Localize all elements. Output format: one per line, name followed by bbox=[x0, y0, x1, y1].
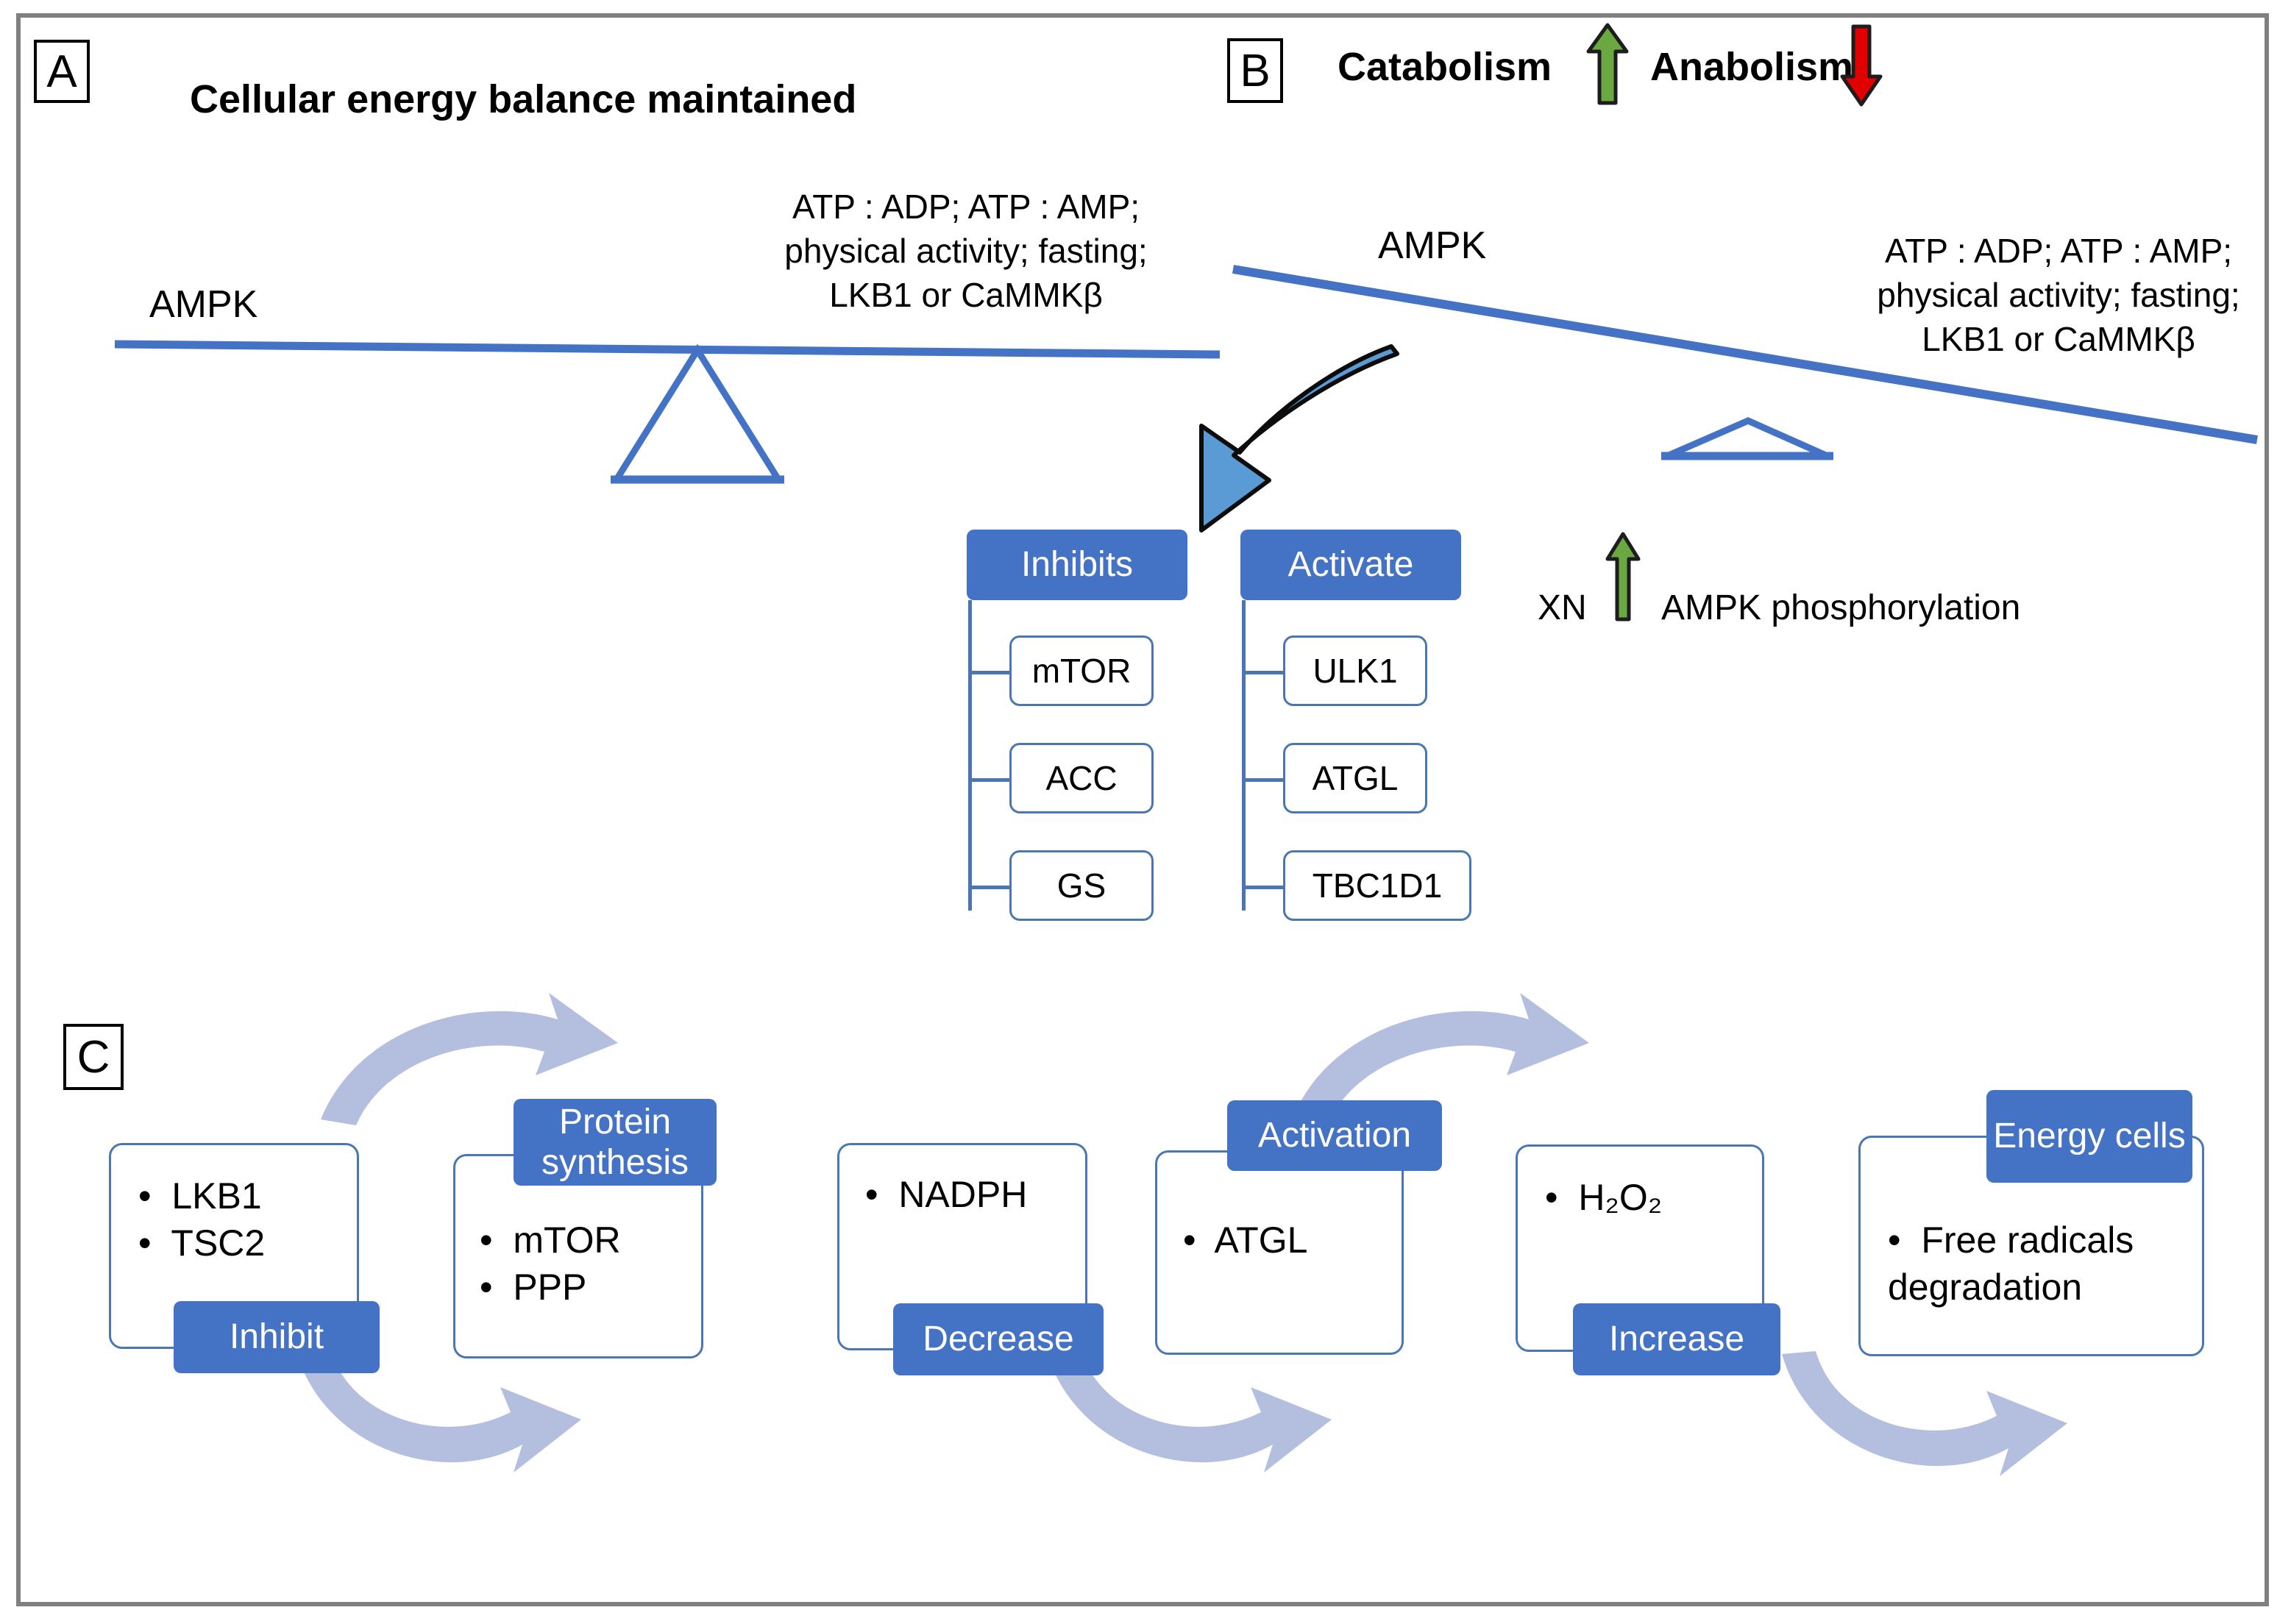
panel-b-anabolism-label: Anabolism bbox=[1650, 45, 1854, 89]
panel-c-badge-increase[interactable]: Increase bbox=[1573, 1303, 1780, 1375]
panel-a-title: Cellular energy balance maintained bbox=[190, 77, 857, 121]
bullet-icon: • bbox=[1545, 1177, 1569, 1218]
arc-down-arrow-icon-2 bbox=[1046, 1347, 1332, 1472]
bullet-icon: • bbox=[865, 1174, 889, 1215]
panel-b-catabolism-label: Catabolism bbox=[1338, 45, 1552, 89]
panel-c-badge-decrease[interactable]: Decrease bbox=[893, 1303, 1104, 1375]
panel-c-group-2-box bbox=[453, 1154, 703, 1358]
panel-b-beam bbox=[1232, 265, 2258, 444]
figure-frame: A Cellular energy balance maintained AMP… bbox=[16, 13, 2269, 1606]
panel-c-group-1-item-1: • LKB1 bbox=[138, 1175, 262, 1217]
panel-a-ampk-label: AMPK bbox=[149, 283, 258, 326]
panel-c-group-6-items: • Free radicals degradation bbox=[1888, 1217, 2204, 1311]
panel-a-conditions-line-1: ATP : ADP; ATP : AMP; bbox=[792, 188, 1140, 226]
panel-a-conditions: ATP : ADP; ATP : AMP; physical activity;… bbox=[745, 185, 1187, 317]
panel-a-letter: A bbox=[46, 46, 77, 97]
tree-2-stub-2 bbox=[1242, 778, 1283, 782]
panel-c-badge-energy-cells[interactable]: Energy cells bbox=[1986, 1090, 2192, 1183]
up-arrow-green-icon-xn bbox=[1605, 532, 1641, 622]
bullet-icon: • bbox=[1888, 1219, 1911, 1261]
panel-c-group-2-items: • mTOR • PPP bbox=[480, 1217, 700, 1311]
panel-b-conditions: ATP : ADP; ATP : AMP; physical activity;… bbox=[1838, 229, 2279, 361]
tree-2-child-1[interactable]: ULK1 bbox=[1283, 635, 1427, 706]
tree-head-inhibits[interactable]: Inhibits bbox=[967, 530, 1187, 600]
panel-c-group-4-items: • ATGL bbox=[1183, 1217, 1418, 1264]
panel-c-letter-box: C bbox=[63, 1024, 124, 1090]
panel-a-fulcrum bbox=[610, 343, 785, 483]
ampk-phosphorylation-label: AMPK phosphorylation bbox=[1661, 588, 2021, 627]
tree-2-child-3[interactable]: TBC1D1 bbox=[1283, 850, 1471, 921]
panel-c-group-1-items: • LKB1 • TSC2 bbox=[138, 1172, 359, 1267]
panel-a-letter-box: A bbox=[34, 40, 90, 103]
panel-c-group-2-item-2: • PPP bbox=[480, 1267, 587, 1308]
tree-1-child-3[interactable]: GS bbox=[1009, 850, 1154, 921]
panel-a-conditions-line-3: LKB1 or CaMMKβ bbox=[829, 275, 1103, 314]
tree-2-child-2[interactable]: ATGL bbox=[1283, 743, 1427, 813]
tree-1-stub-1 bbox=[968, 671, 1009, 674]
panel-c-group-1-item-2: • TSC2 bbox=[138, 1222, 266, 1264]
panel-c-group-5-items: • H₂O₂ bbox=[1545, 1174, 1780, 1221]
tree-1-stub-3 bbox=[968, 886, 1009, 889]
tree-2-stub-3 bbox=[1242, 886, 1283, 889]
bullet-icon: • bbox=[480, 1267, 503, 1308]
panel-b-conditions-line-2: physical activity; fasting; bbox=[1877, 275, 2240, 314]
tree-1-spine bbox=[968, 600, 972, 911]
arc-up-arrow-icon-2 bbox=[1292, 993, 1589, 1125]
panel-a-beam bbox=[114, 340, 1221, 359]
panel-c-letter: C bbox=[77, 1031, 110, 1083]
activation-curved-arrow-icon bbox=[1199, 344, 1399, 533]
arc-down-arrow-icon-3 bbox=[1782, 1351, 2067, 1476]
panel-a-conditions-line-2: physical activity; fasting; bbox=[784, 231, 1148, 270]
xn-label: XN bbox=[1538, 588, 1587, 627]
panel-c-badge-protein-synthesis[interactable]: Protein synthesis bbox=[514, 1099, 717, 1186]
down-arrow-red-icon bbox=[1840, 24, 1883, 107]
panel-b-conditions-line-1: ATP : ADP; ATP : AMP; bbox=[1884, 232, 2233, 270]
panel-c-group-3-items: • NADPH bbox=[865, 1171, 1101, 1218]
bullet-icon: • bbox=[480, 1219, 503, 1261]
panel-c-group-3-item-1: • NADPH bbox=[865, 1174, 1028, 1215]
arc-down-arrow-icon-1 bbox=[296, 1347, 581, 1472]
panel-b-ampk-label: AMPK bbox=[1378, 224, 1487, 267]
bullet-icon: • bbox=[138, 1222, 162, 1264]
tree-1-stub-2 bbox=[968, 778, 1009, 782]
tree-1-child-2[interactable]: ACC bbox=[1009, 743, 1154, 813]
panel-a-balance bbox=[114, 340, 1221, 484]
bullet-icon: • bbox=[138, 1175, 162, 1217]
panel-b-fulcrum bbox=[1666, 417, 1829, 460]
panel-b-balance bbox=[1232, 265, 2258, 460]
panel-c-group-2-item-1: • mTOR bbox=[480, 1219, 621, 1261]
bullet-icon: • bbox=[1183, 1219, 1207, 1261]
panel-c-group-4-item-1: • ATGL bbox=[1183, 1219, 1308, 1261]
panel-c-group-5-item-1: • H₂O₂ bbox=[1545, 1177, 1663, 1218]
panel-b-letter-box: B bbox=[1227, 38, 1283, 103]
tree-2-spine bbox=[1242, 600, 1246, 911]
panel-c-badge-inhibit[interactable]: Inhibit bbox=[174, 1301, 380, 1373]
panel-b-conditions-line-3: LKB1 or CaMMKβ bbox=[1922, 319, 2195, 358]
arc-up-arrow-icon-1 bbox=[321, 993, 618, 1125]
up-arrow-green-icon bbox=[1586, 23, 1629, 105]
panel-c-badge-activation[interactable]: Activation bbox=[1227, 1100, 1442, 1171]
tree-1-child-1[interactable]: mTOR bbox=[1009, 635, 1154, 706]
panel-c-group-6-item-1: • Free radicals degradation bbox=[1888, 1219, 2134, 1308]
panel-b-letter: B bbox=[1240, 45, 1271, 96]
tree-head-activate[interactable]: Activate bbox=[1240, 530, 1461, 600]
tree-2-stub-1 bbox=[1242, 671, 1283, 674]
